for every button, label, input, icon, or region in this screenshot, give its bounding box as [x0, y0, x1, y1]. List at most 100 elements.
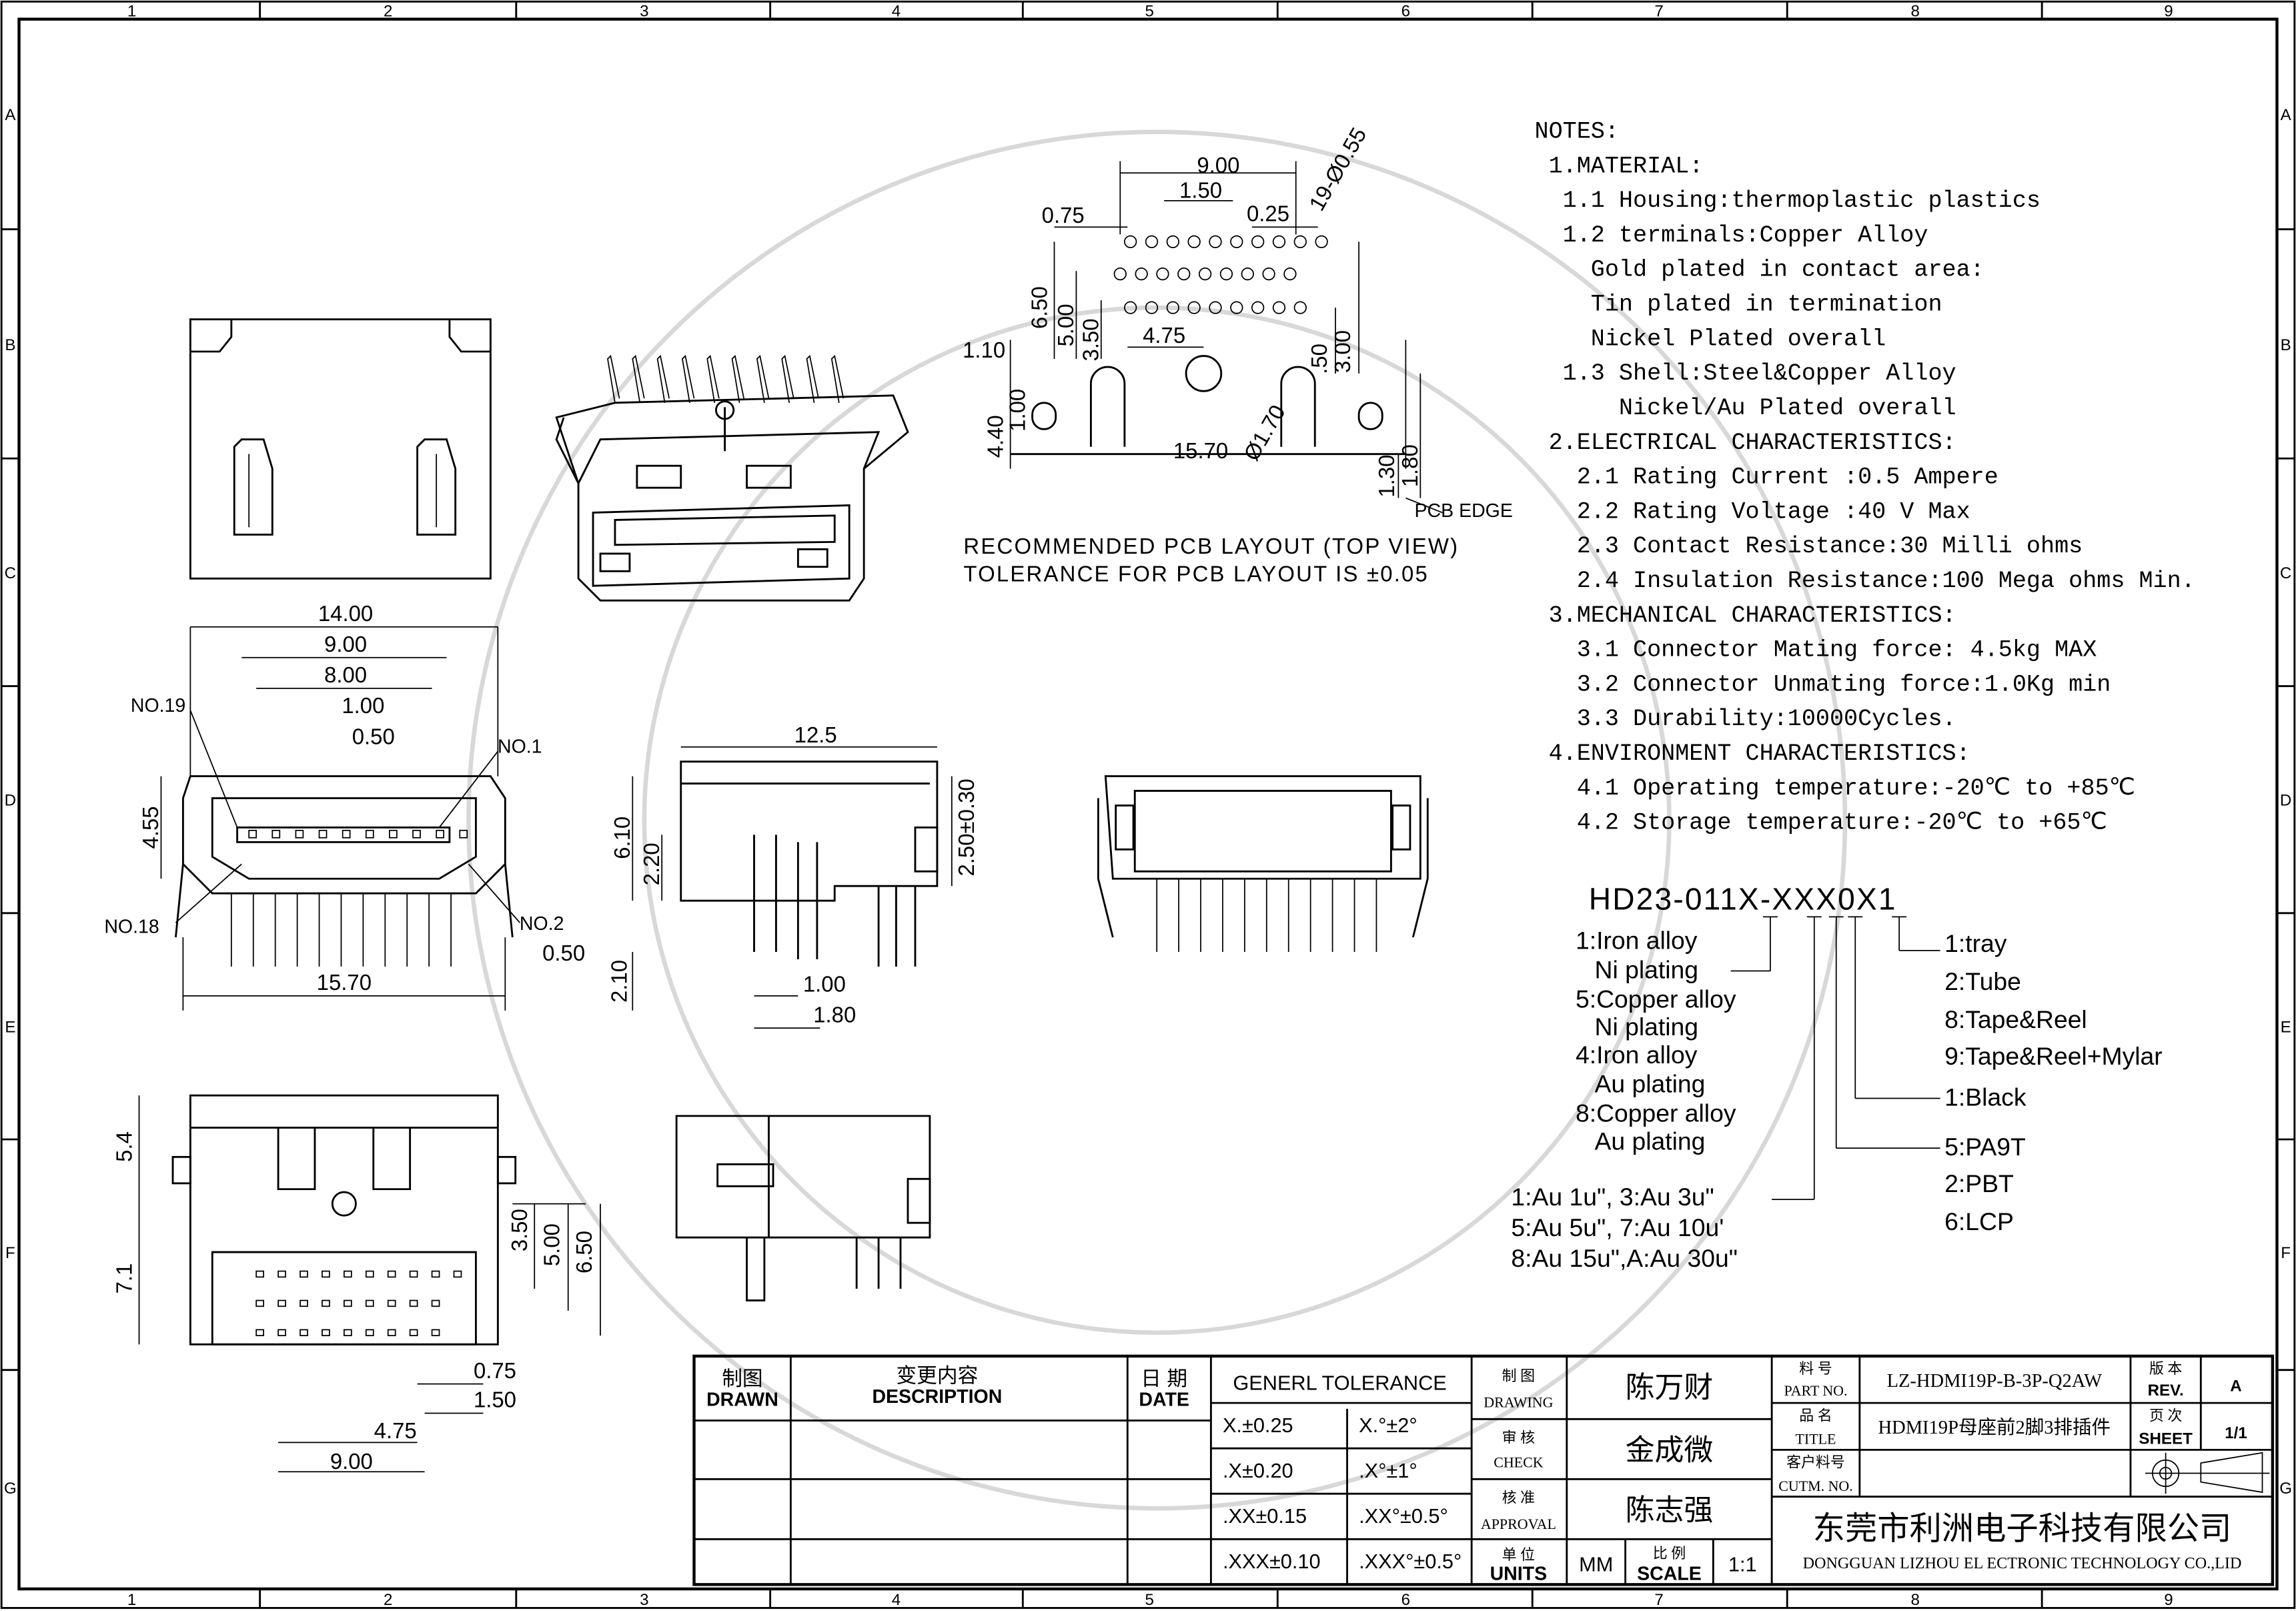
pcb-pad [1135, 267, 1148, 281]
dimension-label: 15.70 [1173, 438, 1228, 463]
note-line: Nickel/Au Plated overall [1535, 395, 1956, 422]
pcb-pad [1293, 301, 1307, 314]
shell-option: 5:Copper alloy [1576, 985, 1736, 1013]
grid-column-label: 5 [1145, 1591, 1153, 1609]
approval-name: 陈志强 [1626, 1494, 1714, 1528]
pad [277, 1299, 286, 1307]
material-option: 5:PA9T [1944, 1133, 2026, 1161]
grid-column-label: 9 [2164, 1591, 2173, 1609]
pin [607, 354, 620, 403]
pin-number-label: NO.1 [498, 736, 542, 757]
dimension-label: 3.50 [1078, 318, 1103, 361]
pad [387, 1299, 396, 1307]
dimension-label: 6.50 [1027, 286, 1052, 329]
dimension-label: 4.75 [374, 1418, 417, 1443]
dimension-label: 4.40 [983, 415, 1008, 458]
rear-view [1097, 775, 1429, 953]
scale-en: SCALE [1637, 1564, 1702, 1585]
pcb-pad [1187, 235, 1201, 249]
grid-row-label: E [2281, 1019, 2291, 1037]
pcb-pad [1177, 267, 1191, 281]
tolerance-angular: .XX°±0.5° [1359, 1504, 1448, 1528]
dimension-label: 1.00 [803, 971, 846, 996]
pcb-caption-2: TOLERANCE FOR PCB LAYOUT IS ±0.05 [963, 562, 1429, 586]
dimension-label: 0.25 [1247, 201, 1289, 226]
dimension-label: 4.75 [1143, 323, 1185, 348]
plating-option: 5:Au 5u", 7:Au 10u' [1511, 1213, 1724, 1241]
contact [459, 829, 468, 839]
check-cn: 审 核 [1502, 1429, 1535, 1446]
material-option: 2:PBT [1944, 1169, 2014, 1197]
dimension-label: 1.00 [1005, 389, 1030, 432]
grid-row-label: G [4, 1480, 17, 1498]
pad [431, 1299, 440, 1307]
part-no: LZ-HDMI19P-B-3P-Q2AW [1887, 1371, 2103, 1392]
pad [300, 1329, 308, 1337]
grid-column-label: 2 [384, 1591, 392, 1609]
shell-option: Au plating [1595, 1127, 1706, 1155]
pcb-pad [1230, 301, 1243, 314]
note-line: Nickel Plated overall [1535, 326, 1886, 352]
note-line: 3.MECHANICAL CHARACTERISTICS: [1535, 602, 1956, 629]
note-line: 4.2 Storage temperature:-20℃ to +65℃ [1535, 810, 2107, 837]
cutm-en: CUTM. NO. [1778, 1478, 1853, 1494]
front-view: 14.009.008.001.000.504.550.5015.70NO.19N… [104, 601, 585, 1011]
packing-option: 1:tray [1944, 929, 2007, 957]
pin [781, 354, 794, 403]
pad [431, 1270, 440, 1278]
title-cn: 品 名 [1799, 1407, 1832, 1424]
pcb-pad [1198, 267, 1212, 281]
company-name-cn: 东莞市利洲电子科技有限公司 [1813, 1510, 2232, 1547]
grid-row-label: F [2281, 1244, 2291, 1262]
pcb-pad [1230, 235, 1243, 249]
part-no-cn: 料 号 [1799, 1360, 1832, 1377]
rev-cn: 版 本 [2149, 1360, 2182, 1377]
pad [365, 1270, 374, 1278]
watermark-seal [466, 129, 1848, 1511]
material-option: 6:LCP [1944, 1207, 2014, 1235]
contact [342, 829, 351, 839]
dimension-label: 12.5 [794, 722, 837, 747]
tolerance-angular: X.°±2° [1359, 1414, 1417, 1437]
shell-option: 8:Copper alloy [1576, 1099, 1736, 1127]
contact [295, 829, 304, 839]
pcb-pad [1251, 235, 1265, 249]
pcb-pad [1156, 267, 1169, 281]
dimension-label: 2.10 [607, 960, 632, 1003]
rev-value: A [2230, 1378, 2241, 1396]
part-no-en: PART NO. [1784, 1382, 1847, 1399]
contact [318, 829, 328, 839]
note-line: 4.1 Operating temperature:-20℃ to +85℃ [1535, 775, 2136, 802]
dimension-label: 5.4 [112, 1131, 137, 1162]
drawing-en: DRAWING [1484, 1394, 1553, 1411]
units-en: UNITS [1490, 1564, 1548, 1585]
pcb-pad [1187, 301, 1201, 314]
sheet-en: SHEET [2139, 1430, 2193, 1448]
dimension-label: 1.80 [813, 1002, 856, 1027]
contact [248, 829, 257, 839]
pcb-pad [1272, 301, 1286, 314]
dimension-label: 2.20 [639, 843, 664, 885]
tolerance-linear: .X±0.20 [1223, 1459, 1293, 1482]
note-line: Gold plated in contact area: [1535, 257, 1984, 284]
dimension-label: 1.30 [1374, 455, 1399, 498]
drawn-cn: 制图 [722, 1367, 762, 1390]
pin [706, 354, 720, 403]
grid-column-label: 5 [1145, 2, 1153, 20]
grid-column-label: 6 [1401, 1591, 1410, 1609]
contact [365, 829, 374, 839]
date-cn: 日 期 [1141, 1367, 1187, 1390]
sheet-cn: 页 次 [2149, 1407, 2182, 1424]
dimension-label: 1.00 [342, 693, 384, 718]
projection-symbol-icon [2145, 1452, 2270, 1494]
dimension-label: 3.50 [507, 1209, 532, 1251]
contact [389, 829, 398, 839]
pcb-pad [1209, 301, 1222, 314]
grid-column-label: 8 [1911, 2, 1920, 20]
shell-option: 1:Iron alloy [1576, 927, 1698, 955]
note-line: 1.1 Housing:thermoplastic plastics [1535, 187, 2041, 214]
grid-row-label: C [5, 564, 16, 582]
